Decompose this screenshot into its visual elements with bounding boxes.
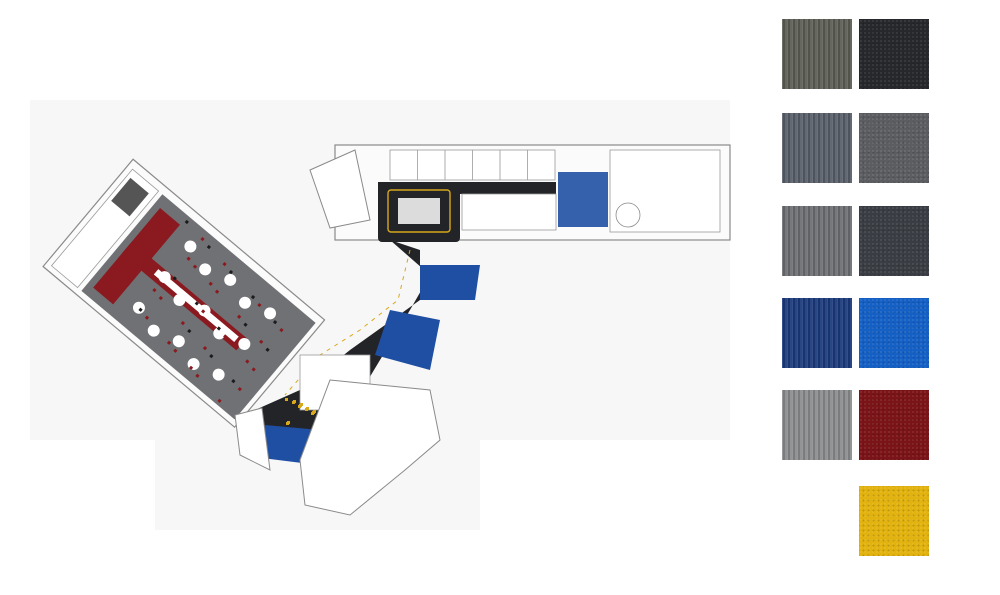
scatter-dot xyxy=(180,320,186,326)
scatter-dot xyxy=(265,347,270,352)
blue-zone-top xyxy=(558,172,608,227)
round-table xyxy=(132,301,145,314)
scatter-dot xyxy=(192,264,198,269)
red-scatter-dots xyxy=(138,219,284,403)
yellow-wayline xyxy=(387,189,451,233)
scatter-dot xyxy=(188,365,194,370)
top-room-dividers xyxy=(417,150,528,180)
blue-workstations-1 xyxy=(420,265,480,300)
round-table xyxy=(224,273,237,286)
private-offices xyxy=(461,193,557,231)
scatter-dot xyxy=(172,276,177,281)
scatter-dot xyxy=(293,400,296,403)
scatter-dot xyxy=(194,301,199,306)
light-grey-carpet-swatch xyxy=(782,390,852,460)
scatter-dot xyxy=(223,334,228,339)
scatter-dot xyxy=(166,340,172,345)
boardroom-table xyxy=(398,198,440,224)
scatter-dot xyxy=(158,295,163,301)
round-table xyxy=(212,368,225,381)
burgundy-red-carpet-swatch xyxy=(859,390,929,460)
scatter-dot xyxy=(138,307,143,312)
scatter-dot xyxy=(144,315,150,320)
scatter-dot xyxy=(245,359,250,364)
service-room-dark xyxy=(111,177,149,217)
bright-blue-carpet-swatch xyxy=(859,298,929,368)
scatter-dot xyxy=(287,421,290,424)
round-table xyxy=(238,296,251,309)
scatter-dot xyxy=(313,410,316,413)
round-table xyxy=(172,335,185,348)
scatter-dot xyxy=(178,284,184,289)
scatter-dot xyxy=(206,244,212,250)
scatter-dot xyxy=(251,367,256,372)
scatter-dot xyxy=(259,339,264,344)
scatter-dot xyxy=(202,346,208,351)
round-table xyxy=(147,324,160,337)
scatter-dot xyxy=(195,373,200,378)
slate-grey-carpet-swatch xyxy=(859,113,929,183)
round-table xyxy=(238,337,251,350)
south-rooms xyxy=(299,379,441,516)
blue-workstations-2 xyxy=(375,310,440,370)
scatter-dot xyxy=(217,398,222,403)
top-wing xyxy=(309,144,731,242)
round-table xyxy=(213,327,226,340)
scatter-dot xyxy=(216,326,221,331)
mustard-yellow-carpet-swatch xyxy=(859,486,929,556)
charcoal-carpet-swatch xyxy=(859,19,929,89)
scatter-dot xyxy=(272,320,278,325)
scatter-dot xyxy=(257,302,262,308)
scatter-dot xyxy=(201,309,206,314)
floor-plan xyxy=(42,144,731,516)
floor-plan-drawing xyxy=(42,144,731,516)
scatter-dot xyxy=(228,269,234,275)
scatter-dot xyxy=(231,379,236,384)
scatter-dot xyxy=(186,256,191,261)
round-table xyxy=(184,240,197,253)
scatter-dot xyxy=(209,353,214,359)
scatter-dot xyxy=(200,236,205,242)
scatter-dot xyxy=(152,287,157,293)
scatter-dot xyxy=(184,219,189,225)
round-meeting-table xyxy=(615,202,641,228)
scatter-dot xyxy=(214,289,220,294)
dark-slate-carpet-swatch xyxy=(859,206,929,276)
connector-spine xyxy=(234,240,480,516)
mid-grey-linear-carpet-swatch xyxy=(782,206,852,276)
scatter-dot xyxy=(306,407,309,410)
east-rooms xyxy=(609,149,721,233)
scatter-dot xyxy=(243,322,248,327)
grey-linear-carpet-swatch xyxy=(782,19,852,89)
bar-counter xyxy=(153,269,239,343)
round-table xyxy=(264,307,277,320)
round-table xyxy=(173,293,186,306)
south-west-room xyxy=(234,407,271,471)
scatter-dot xyxy=(279,327,284,333)
blue-grey-linear-carpet-swatch xyxy=(782,113,852,183)
scatter-dot xyxy=(237,314,242,319)
round-tables xyxy=(132,240,277,381)
round-table xyxy=(158,271,171,284)
scatter-dot xyxy=(187,328,192,334)
scatter-dot xyxy=(208,281,213,286)
navy-blue-carpet-swatch xyxy=(782,298,852,368)
left-wing xyxy=(42,158,326,429)
scatter-dot xyxy=(222,261,227,267)
west-corner-room xyxy=(309,149,371,229)
scatter-dot xyxy=(237,386,242,392)
scatter-dot xyxy=(250,294,256,300)
round-table xyxy=(199,263,212,276)
scatter-dot xyxy=(300,403,303,406)
scatter-dot xyxy=(285,398,288,401)
scatter-dot xyxy=(173,348,178,353)
